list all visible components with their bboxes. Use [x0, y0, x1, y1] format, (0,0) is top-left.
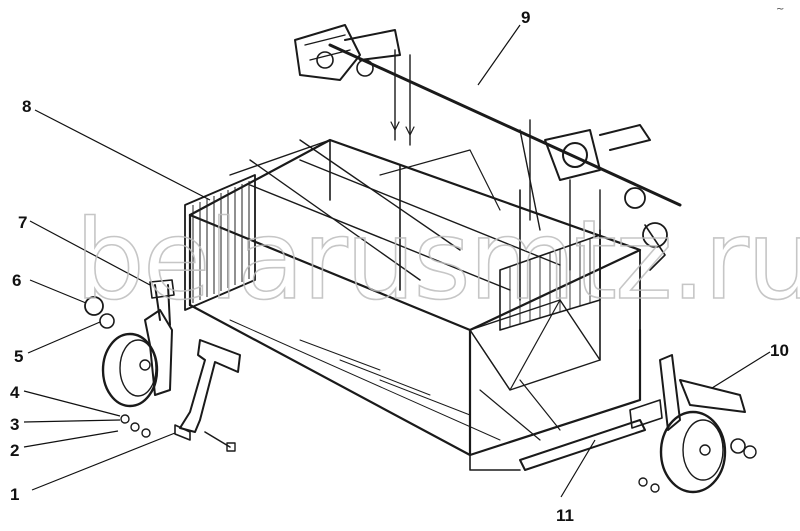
callout-3: 3: [10, 415, 19, 434]
bottom-rail: [519, 419, 646, 471]
left-small-parts: [84, 296, 151, 438]
callout-9: 9: [521, 8, 530, 27]
leader-8: [34, 109, 211, 201]
callout-2: 2: [10, 441, 19, 460]
rear-grille: [499, 234, 601, 331]
right-gearbox: [544, 124, 668, 271]
callout-10: 10: [770, 341, 789, 360]
callout-1: 1: [10, 485, 19, 504]
left-bracket-plate: [174, 339, 241, 441]
callout-8: 8: [22, 97, 31, 116]
left-bolt: [204, 431, 236, 452]
drive-shaft-assembly: [328, 43, 682, 281]
front-grille: [184, 174, 256, 311]
leader-lines: [23, 24, 771, 498]
leader-2: [23, 430, 119, 448]
left-caster-wheel: [101, 279, 175, 408]
callout-4: 4: [10, 383, 20, 402]
leader-7: [29, 220, 151, 286]
right-caster-wheel: [629, 354, 757, 494]
corner-mark: ~: [776, 4, 784, 15]
leader-9: [477, 24, 521, 86]
callout-7: 7: [18, 213, 27, 232]
leader-5: [27, 321, 101, 354]
callout-11: 11: [556, 506, 574, 525]
leader-3: [23, 419, 121, 423]
leader-4: [23, 390, 121, 417]
watermark-text: belarusmtz.ru: [75, 196, 800, 324]
callout-5: 5: [14, 347, 23, 366]
callout-labels: 1 2 3 4 5 6 7 8 9 10 11: [10, 8, 789, 525]
callout-6: 6: [12, 271, 21, 290]
leader-11: [560, 439, 596, 498]
leader-6: [29, 279, 87, 304]
left-gearbox: [294, 24, 401, 81]
leader-1: [31, 432, 176, 491]
leader-10: [711, 351, 771, 389]
